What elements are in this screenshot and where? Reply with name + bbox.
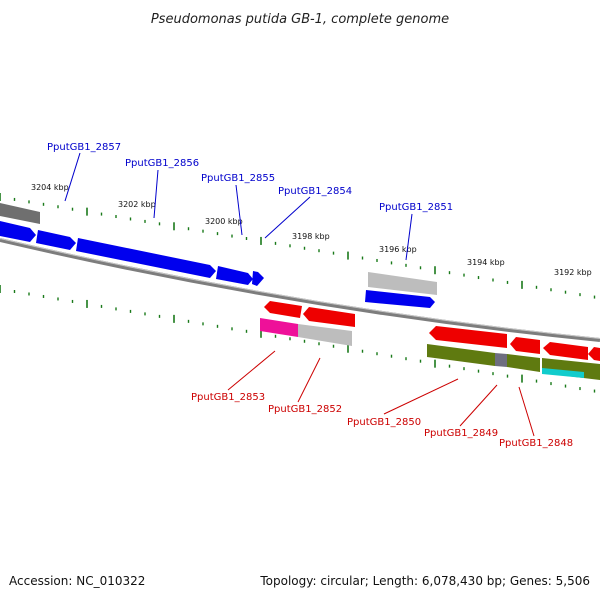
callout-line: [64, 152, 81, 202]
gene-feature-cyan[interactable]: [542, 368, 584, 378]
gene-feature-blue[interactable]: [0, 221, 36, 242]
gene-feature-magenta[interactable]: [260, 318, 298, 337]
gene-label-forward[interactable]: PputGB1_2857: [47, 142, 121, 153]
gene-feature-olive[interactable]: [427, 344, 495, 366]
gene-feature-gray[interactable]: [298, 324, 352, 346]
gene-feature-gray-small[interactable]: [495, 353, 507, 367]
reverse-gene-label-texts: PputGB1_2853 PputGB1_2852 PputGB1_2850 P…: [191, 392, 573, 449]
gene-feature-red[interactable]: [264, 301, 302, 318]
gene-label-reverse[interactable]: PputGB1_2848: [499, 438, 573, 449]
gene-feature-red[interactable]: [429, 326, 507, 348]
forward-features: [0, 203, 437, 308]
gene-label-forward[interactable]: PputGB1_2855: [201, 173, 275, 184]
callout-line: [153, 169, 159, 219]
forward-gene-labels: [64, 152, 413, 261]
gene-feature-olive[interactable]: [507, 354, 540, 372]
scale-ticks-forward: [0, 193, 596, 299]
scale-label: 3198 kbp: [292, 232, 330, 241]
gene-feature-blue[interactable]: [252, 271, 264, 286]
callout-line: [235, 184, 243, 236]
gene-label-reverse[interactable]: PputGB1_2853: [191, 392, 265, 403]
scale-label: 3200 kbp: [205, 217, 243, 226]
gene-label-forward[interactable]: PputGB1_2851: [379, 202, 453, 213]
callout-line: [297, 357, 321, 403]
gene-label-forward[interactable]: PputGB1_2856: [125, 158, 199, 169]
gene-label-reverse[interactable]: PputGB1_2850: [347, 417, 421, 428]
scale-labels: 3204 kbp 3202 kbp 3200 kbp 3198 kbp 3196…: [31, 183, 592, 277]
callout-line: [383, 378, 459, 415]
scale-ticks-reverse: [0, 285, 596, 393]
callout-line: [227, 350, 276, 391]
gene-feature-gray[interactable]: [368, 272, 437, 295]
scale-label: 3204 kbp: [31, 183, 69, 192]
callout-line: [459, 384, 498, 427]
scale-label: 3194 kbp: [467, 258, 505, 267]
scale-label: 3202 kbp: [118, 200, 156, 209]
gene-feature-red[interactable]: [510, 337, 540, 354]
gene-label-reverse[interactable]: PputGB1_2849: [424, 428, 498, 439]
reverse-features: [260, 301, 600, 380]
gene-label-forward[interactable]: PputGB1_2854: [278, 186, 352, 197]
gene-feature-blue[interactable]: [36, 230, 76, 250]
genome-backbone-highlight: [0, 238, 600, 339]
gene-feature-blue[interactable]: [365, 290, 435, 308]
gene-feature-gray[interactable]: [0, 203, 40, 224]
callout-line: [264, 196, 311, 239]
callout-line: [518, 386, 535, 437]
gene-feature-blue[interactable]: [216, 266, 253, 285]
map-title: Pseudomonas putida GB-1, complete genome: [151, 12, 449, 27]
topology-text: Topology: circular; Length: 6,078,430 bp…: [260, 574, 590, 588]
gene-feature-red[interactable]: [588, 347, 600, 361]
genome-backbone: [0, 238, 600, 342]
scale-label: 3196 kbp: [379, 245, 417, 254]
scale-label: 3192 kbp: [554, 268, 592, 277]
accession-text: Accession: NC_010322: [9, 574, 146, 588]
reverse-gene-labels: [227, 350, 535, 437]
forward-gene-label-texts: PputGB1_2857 PputGB1_2856 PputGB1_2855 P…: [47, 142, 453, 213]
gene-feature-red[interactable]: [543, 342, 588, 360]
gene-feature-red[interactable]: [303, 307, 355, 327]
gene-feature-blue[interactable]: [76, 238, 216, 278]
gene-label-reverse[interactable]: PputGB1_2852: [268, 404, 342, 415]
callout-line: [405, 213, 413, 261]
